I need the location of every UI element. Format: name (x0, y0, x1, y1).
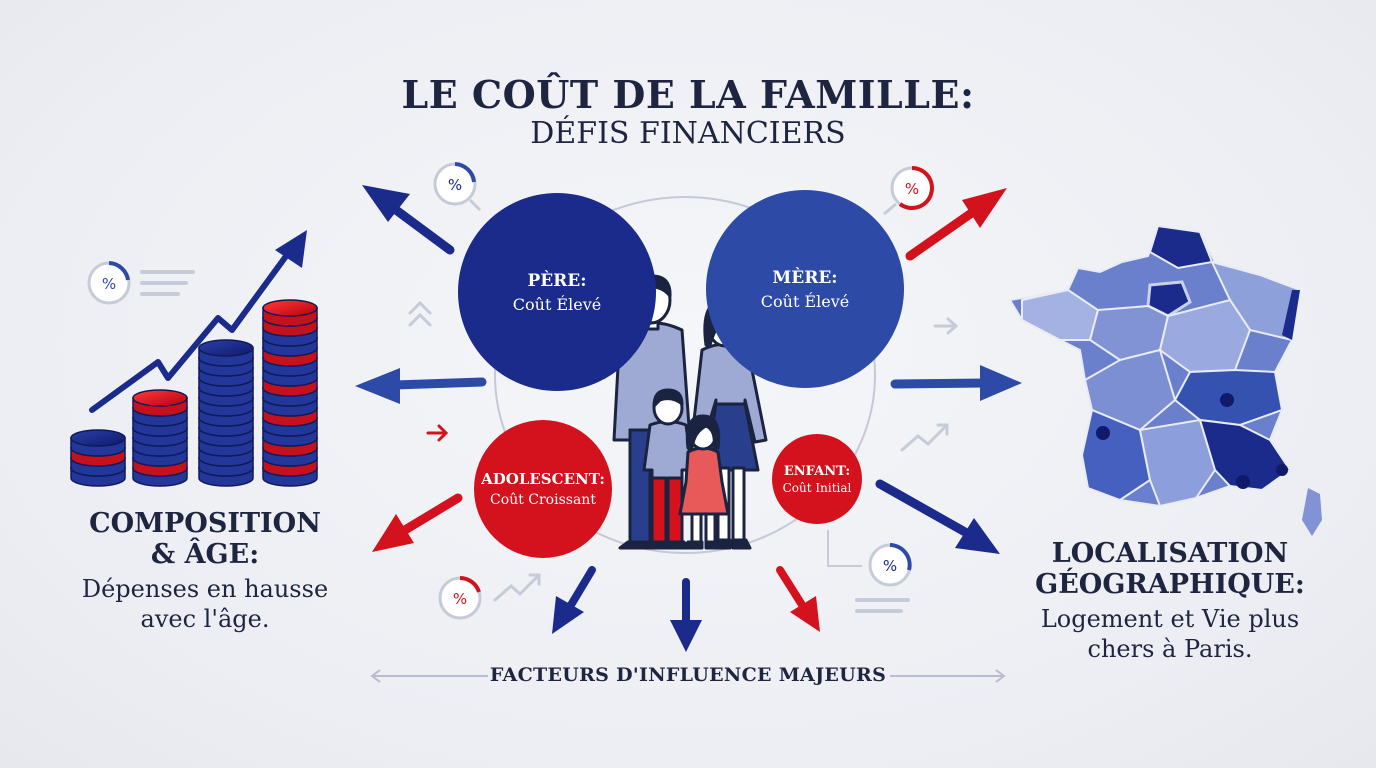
percent-sign: % (102, 275, 116, 293)
percent-badge-icon-bottom: % (438, 576, 482, 620)
teen-cost: Coût Croissant (490, 492, 596, 508)
percent-sign: % (448, 176, 462, 194)
geographic-location-block: LOCALISATION GÉOGRAPHIQUE: Logement et V… (1020, 538, 1320, 664)
percent-badge-icon-right: % (855, 543, 912, 613)
france-map-icon (1008, 224, 1322, 536)
percent-sign: % (453, 590, 467, 608)
main-title: LE COÛT DE LA FAMILLE: (401, 72, 975, 117)
arrow-down-left (552, 566, 596, 634)
girl-figure (678, 414, 730, 550)
composition-age-block: COMPOSITION & ÂGE: Dépenses en hausse av… (60, 508, 350, 634)
arrow-lower-right (875, 479, 1000, 554)
location-heading-1: LOCALISATION (1051, 538, 1289, 569)
teen-cost-circle: ADOLESCENT: Coût Croissant (474, 420, 612, 558)
corner-bracket (827, 530, 862, 567)
percent-sign: % (883, 557, 897, 575)
composition-desc-2: avec l'âge. (140, 605, 270, 633)
arrow-down-right (776, 566, 820, 632)
subtitle: DÉFIS FINANCIERS (530, 116, 846, 151)
footer-label: FACTEURS D'INFLUENCE MAJEURS (489, 664, 887, 686)
composition-desc-1: Dépenses en hausse (81, 575, 329, 603)
teen-label: ADOLESCENT: (481, 470, 605, 488)
father-cost-circle: PÈRE: Coût Élevé (458, 193, 656, 391)
coin-top (198, 339, 254, 357)
percent-sign: % (905, 180, 919, 198)
small-red-arrow-icon (426, 424, 449, 442)
arrow-lower-left (372, 493, 463, 552)
composition-heading-1: COMPOSITION (89, 508, 321, 539)
composition-heading-2: & ÂGE: (150, 539, 260, 570)
location-heading-2: GÉOGRAPHIQUE: (1035, 569, 1305, 600)
mother-label: MÈRE: (772, 267, 838, 288)
coin-top (70, 429, 126, 447)
footer-arrow-right (890, 669, 1006, 683)
percent-badge-icon-red: % (883, 166, 934, 216)
percent-badge-icon-left: % (87, 261, 195, 305)
child-cost-circle: ENFANT: Coût Initial (772, 434, 862, 524)
arrow-upper-right (905, 188, 1007, 261)
arrow-down (670, 578, 702, 652)
coin-top (132, 389, 188, 407)
child-label: ENFANT: (783, 463, 851, 479)
corsica (1302, 488, 1322, 536)
mother-cost: Coût Élevé (760, 291, 850, 311)
rising-trend-arrow-icon (89, 230, 307, 413)
family-illustration (612, 274, 768, 550)
coin-top (262, 299, 318, 317)
chevrons-up-icon (408, 300, 432, 327)
father-cost: Coût Élevé (512, 294, 602, 314)
footer-arrow-left (370, 669, 488, 683)
connection-ring (494, 196, 876, 554)
trend-line-icon (900, 423, 949, 452)
location-desc-2: chers à Paris. (1087, 635, 1253, 663)
small-gray-arrow-icon (933, 317, 959, 335)
arrow-upper-left (362, 185, 455, 255)
arrow-right (890, 365, 1022, 401)
coin-stacks-icon (70, 299, 318, 487)
percent-badge-icon: % (433, 162, 482, 212)
mother-cost-circle: MÈRE: Coût Élevé (706, 190, 904, 388)
arrow-left (355, 368, 487, 404)
trend-line-icon-2 (493, 573, 541, 602)
location-desc-1: Logement et Vie plus (1040, 605, 1300, 633)
father-label: PÈRE: (527, 270, 587, 291)
child-cost: Coût Initial (782, 480, 852, 495)
